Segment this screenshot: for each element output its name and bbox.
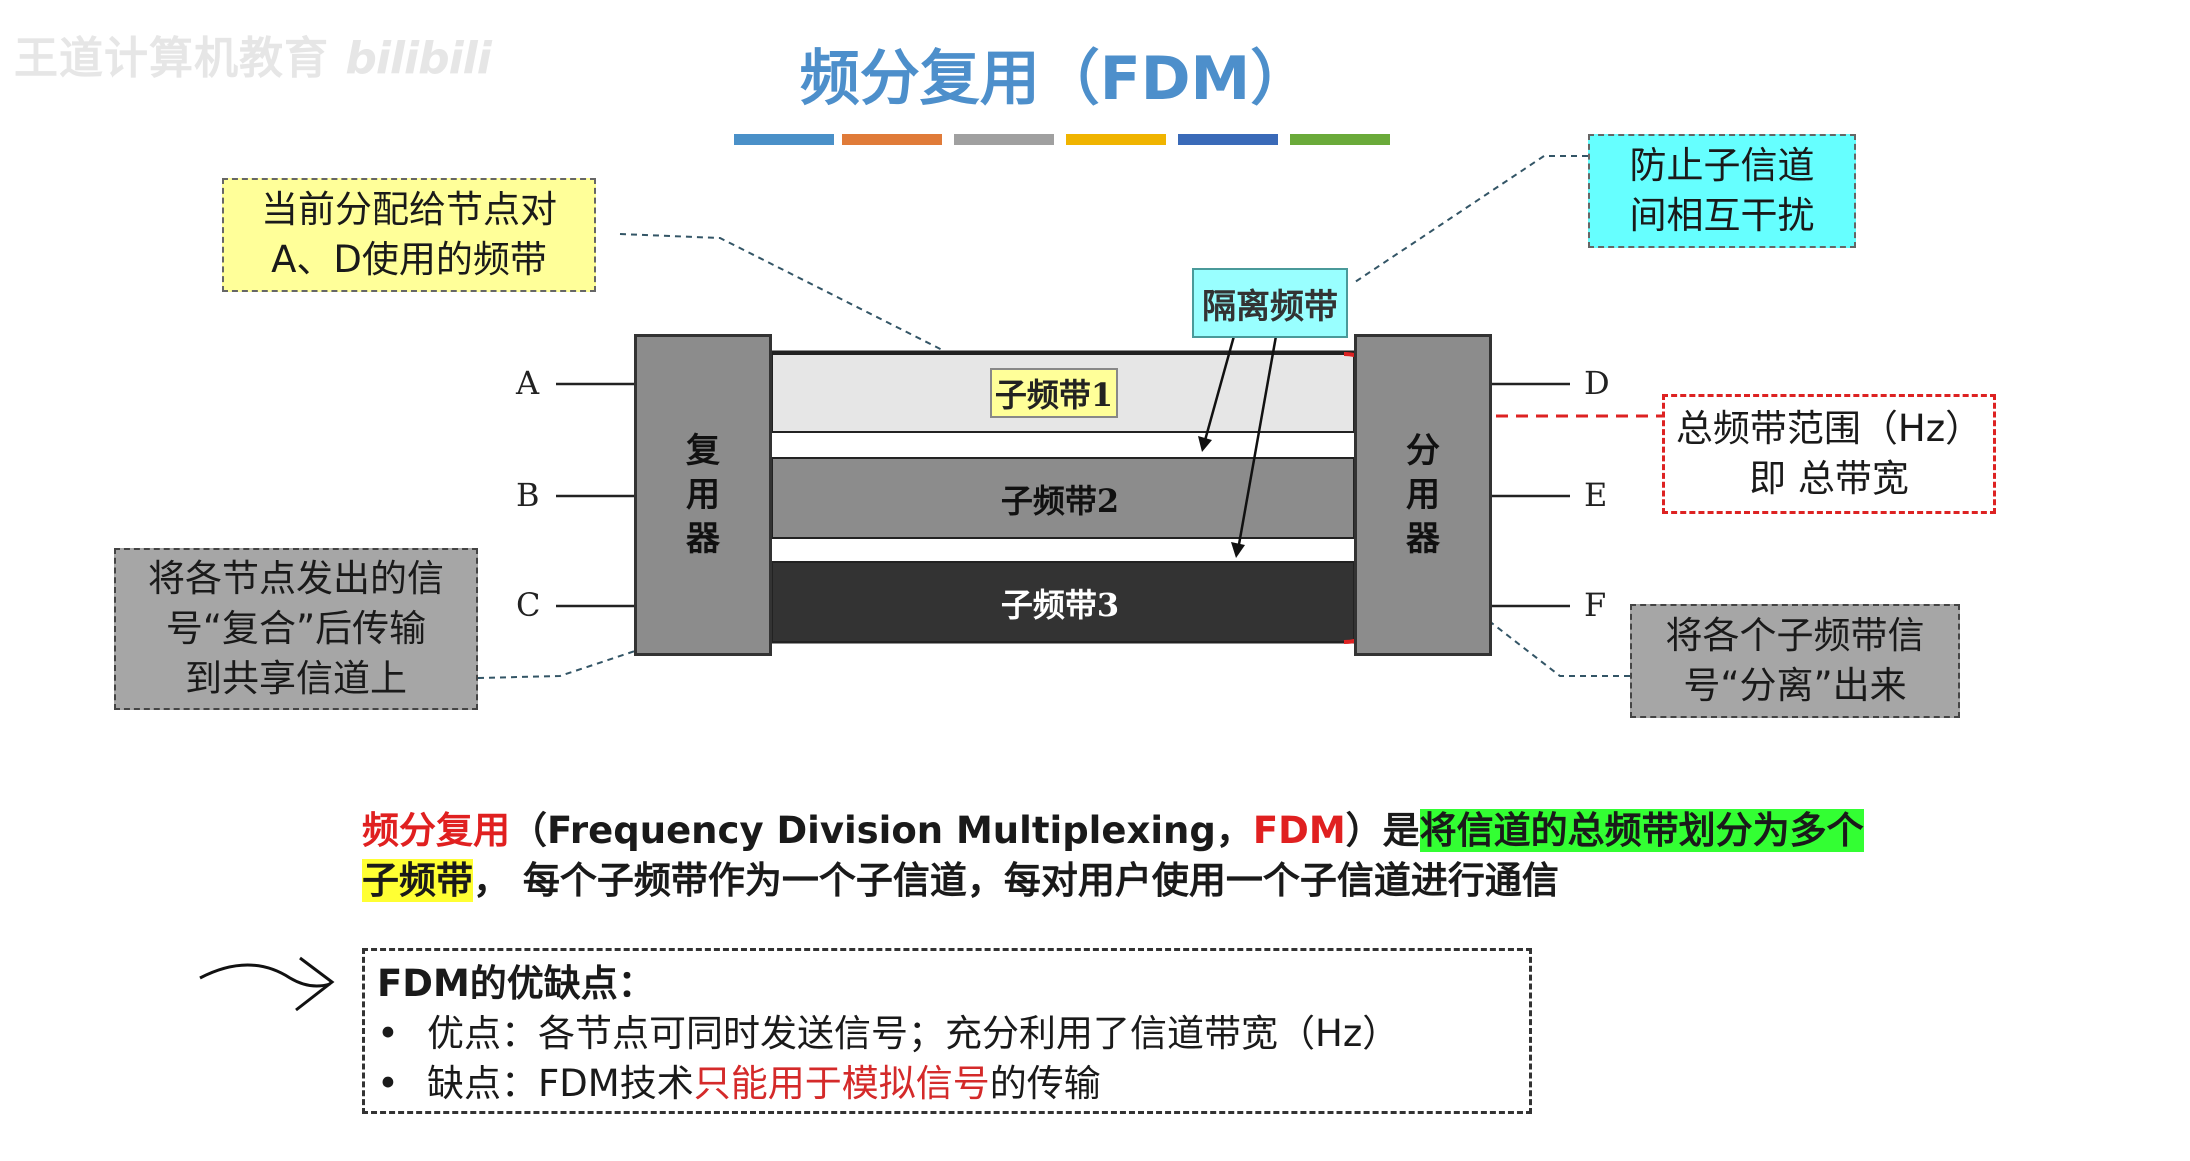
disadvantage-suffix: 的传输	[989, 1062, 1101, 1105]
callout-assigned-band: 当前分配给节点对 A、D使用的频带	[222, 178, 596, 292]
definition-rest: ， 每个子频带作为一个子信道，每对用户使用一个子信道进行通信	[473, 859, 1559, 902]
advantage-text: 优点：各节点可同时发送信号；充分利用了信道带宽（Hz）	[427, 1012, 1400, 1055]
callout-mux-note-line1: 将各节点发出的信	[148, 557, 444, 600]
multiplexer: 复 用 器	[634, 334, 772, 656]
node-a: A	[516, 364, 540, 402]
multiplexer-label-2: 用	[686, 475, 720, 515]
watermark: 王道计算机教育 bilibili	[14, 22, 492, 86]
callout-mux-note-line2: 号“复合”后传输	[165, 607, 427, 650]
title-bar-segment	[734, 134, 834, 145]
definition-highlight-yellow: 子频带	[362, 859, 473, 902]
pros-cons-box: FDM的优缺点： • 优点：各节点可同时发送信号；充分利用了信道带宽（Hz） • 缺…	[362, 948, 1532, 1114]
title-bar-segment	[1066, 134, 1166, 145]
node-c: C	[516, 586, 541, 624]
node-f: F	[1584, 586, 1607, 624]
title-bar-segment	[842, 134, 942, 145]
callout-total-band: 总频带范围（Hz） 即 总带宽	[1662, 394, 1996, 514]
pros-cons-heading: FDM的优缺点：	[377, 962, 655, 1005]
guard-arrow-2-head	[1231, 542, 1245, 558]
leader-line-assigned	[619, 233, 987, 373]
guard-arrow-1-head	[1198, 436, 1212, 452]
callout-prevent-interference-line1: 防止子信道	[1629, 144, 1815, 187]
page-title: 频分复用（FDM）	[799, 44, 1311, 114]
definition-paren-close: ）是	[1345, 809, 1420, 852]
callout-total-band-line2: 即 总带宽	[1749, 457, 1909, 500]
handdrawn-arrow-icon	[199, 963, 331, 988]
disadvantage-prefix: 缺点：FDM技术	[427, 1062, 694, 1105]
node-d: D	[1584, 364, 1610, 402]
title-bar-segment	[1178, 134, 1278, 145]
advantage-item: • 优点：各节点可同时发送信号；充分利用了信道带宽（Hz）	[377, 1009, 1517, 1059]
sub-band-1-label: 子频带1	[990, 368, 1118, 418]
node-e: E	[1584, 476, 1608, 514]
definition-abbr: FDM	[1252, 809, 1346, 852]
definition-paragraph: 频分复用（Frequency Division Multiplexing，FDM…	[362, 806, 1902, 906]
disadvantage-red: 只能用于模拟信号	[693, 1062, 990, 1105]
sub-band-3-label: 子频带3	[1000, 586, 1120, 624]
callout-prevent-interference-line2: 间相互干扰	[1629, 194, 1815, 237]
callout-assigned-band-line1: 当前分配给节点对	[261, 188, 557, 231]
bilibili-logo: bilibili	[345, 33, 491, 84]
leader-line-interference	[1351, 155, 1588, 285]
disadvantage-item: • 缺点：FDM技术只能用于模拟信号的传输	[377, 1059, 1517, 1109]
demultiplexer-label-2: 用	[1406, 475, 1440, 515]
sub-band-2-label: 子频带2	[1000, 482, 1120, 520]
callout-mux-note-line3: 到共享信道上	[185, 657, 407, 700]
guard-arrow-1	[1202, 335, 1236, 445]
callout-demux-note: 将各个子频带信 号“分离”出来	[1630, 604, 1960, 718]
title-bar-segment	[1290, 134, 1390, 145]
definition-highlight-green: 将信道的总频带划分为多个	[1419, 809, 1864, 852]
definition-term: 频分复用	[362, 809, 510, 852]
callout-demux-note-line1: 将各个子频带信	[1665, 614, 1925, 657]
callout-assigned-band-line2: A、D使用的频带	[271, 238, 547, 281]
handdrawn-arrow-head-icon	[295, 956, 335, 1012]
multiplexer-label-3: 器	[686, 519, 720, 559]
watermark-text: 王道计算机教育	[14, 33, 329, 84]
guard-arrow-2	[1236, 335, 1278, 551]
demultiplexer-label-1: 分	[1406, 431, 1440, 471]
callout-demux-note-line2: 号“分离”出来	[1683, 664, 1907, 707]
definition-paren-open: （	[510, 809, 547, 852]
bullet: •	[377, 1012, 399, 1055]
guard-band-label: 隔离频带	[1192, 268, 1348, 338]
node-b: B	[516, 476, 540, 514]
callout-total-band-line1: 总频带范围（Hz）	[1675, 407, 1983, 450]
demultiplexer: 分 用 器	[1354, 334, 1492, 656]
demultiplexer-label-3: 器	[1406, 519, 1440, 559]
title-bar-segment	[954, 134, 1054, 145]
callout-prevent-interference: 防止子信道 间相互干扰	[1588, 134, 1856, 248]
callout-mux-note: 将各节点发出的信 号“复合”后传输 到共享信道上	[114, 548, 478, 710]
bullet: •	[377, 1062, 399, 1105]
multiplexer-label-1: 复	[686, 431, 720, 471]
definition-english: Frequency Division Multiplexing，	[547, 809, 1253, 852]
